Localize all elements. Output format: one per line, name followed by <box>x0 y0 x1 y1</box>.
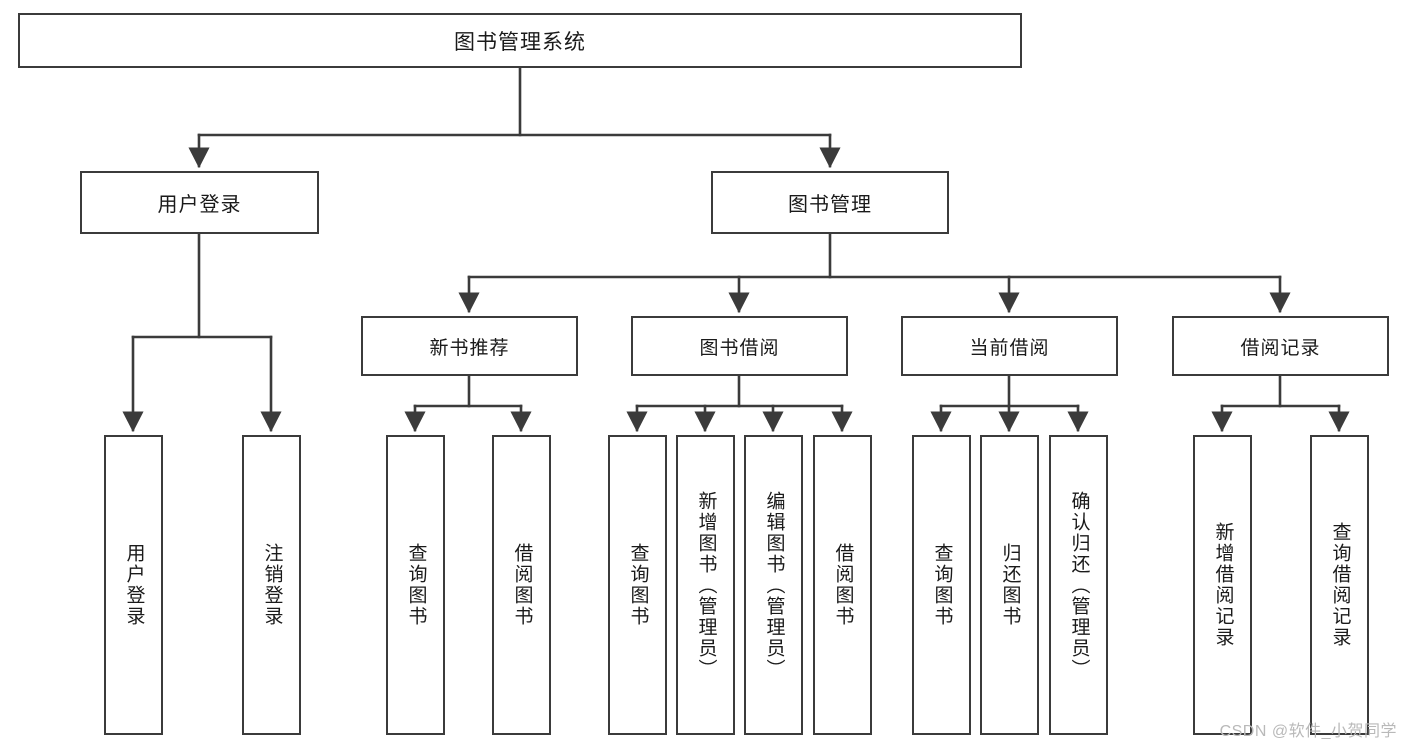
node-user-login[interactable]: 用户登录 <box>80 171 319 234</box>
leaf-add-borrow-record-label: 新增借阅记录 <box>1212 522 1234 648</box>
node-borrow-record[interactable]: 借阅记录 <box>1172 316 1389 376</box>
leaf-return-book-label: 归还图书 <box>999 543 1021 627</box>
leaf-query-book-1-label: 查询图书 <box>405 543 427 627</box>
leaf-query-book-2-label: 查询图书 <box>627 543 649 627</box>
leaf-logout[interactable]: 注销登录 <box>242 435 301 735</box>
leaf-borrow-book-1[interactable]: 借阅图书 <box>492 435 551 735</box>
leaf-query-book-3[interactable]: 查询图书 <box>912 435 971 735</box>
leaf-confirm-return-admin-label: 确认归还（管理员） <box>1068 490 1090 680</box>
node-new-book-recommend[interactable]: 新书推荐 <box>361 316 578 376</box>
node-book-management-label: 图书管理 <box>788 194 872 216</box>
node-root[interactable]: 图书管理系统 <box>18 13 1022 68</box>
node-current-borrow-label: 当前借阅 <box>969 337 1050 359</box>
leaf-query-borrow-record-label: 查询借阅记录 <box>1329 522 1351 648</box>
node-book-borrow[interactable]: 图书借阅 <box>631 316 848 376</box>
leaf-edit-book-admin-label: 编辑图书（管理员） <box>763 490 785 680</box>
leaf-query-book-2[interactable]: 查询图书 <box>608 435 667 735</box>
node-book-management[interactable]: 图书管理 <box>711 171 949 234</box>
leaf-logout-label: 注销登录 <box>261 543 283 627</box>
leaf-query-book-1[interactable]: 查询图书 <box>386 435 445 735</box>
leaf-borrow-book-2-label: 借阅图书 <box>832 543 854 627</box>
leaf-query-book-3-label: 查询图书 <box>931 543 953 627</box>
node-user-login-label: 用户登录 <box>157 194 242 216</box>
leaf-add-borrow-record[interactable]: 新增借阅记录 <box>1193 435 1252 735</box>
leaf-edit-book-admin[interactable]: 编辑图书（管理员） <box>744 435 803 735</box>
leaf-add-book-admin-label: 新增图书（管理员） <box>695 490 717 680</box>
leaf-borrow-book-1-label: 借阅图书 <box>511 543 533 627</box>
leaf-add-book-admin[interactable]: 新增图书（管理员） <box>676 435 735 735</box>
node-new-book-recommend-label: 新书推荐 <box>429 337 510 359</box>
leaf-user-login[interactable]: 用户登录 <box>104 435 163 735</box>
node-root-label: 图书管理系统 <box>454 30 586 54</box>
leaf-confirm-return-admin[interactable]: 确认归还（管理员） <box>1049 435 1108 735</box>
leaf-user-login-label: 用户登录 <box>123 543 145 627</box>
node-borrow-record-label: 借阅记录 <box>1240 337 1321 359</box>
leaf-borrow-book-2[interactable]: 借阅图书 <box>813 435 872 735</box>
watermark: CSDN @软件_小贺同学 <box>1219 723 1397 740</box>
leaf-return-book[interactable]: 归还图书 <box>980 435 1039 735</box>
node-book-borrow-label: 图书借阅 <box>699 337 780 359</box>
leaf-query-borrow-record[interactable]: 查询借阅记录 <box>1310 435 1369 735</box>
node-current-borrow[interactable]: 当前借阅 <box>901 316 1118 376</box>
